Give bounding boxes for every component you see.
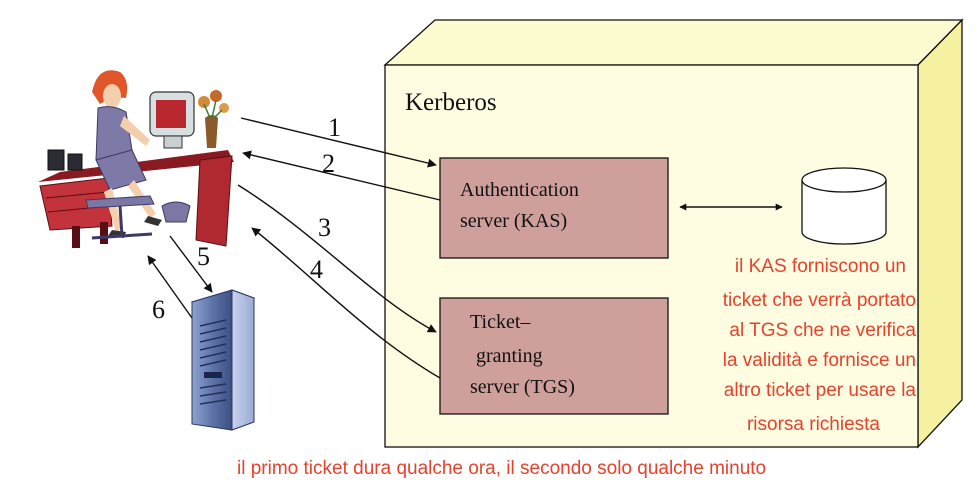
server-tower-icon: [190, 289, 256, 431]
arrow-3: [237, 184, 437, 333]
ticket-duration-note: il primo ticket dura qualche ora, il sec…: [237, 458, 766, 479]
arrow-2: [242, 150, 441, 201]
arrow-number-5: 5: [197, 242, 210, 271]
kerberos-box-side: [917, 18, 963, 449]
tgs-box: Ticket– granting server (TGS): [439, 297, 669, 415]
arrow-5: [169, 235, 213, 293]
kas-note-line4: la validità e fornisce un: [723, 350, 916, 371]
arrow-number-4: 4: [310, 255, 323, 284]
kas-label-line1: Authentication: [460, 179, 579, 201]
arrow-number-3: 3: [318, 213, 331, 242]
kas-note: il KAS forniscono un ticket che verrà po…: [723, 256, 917, 435]
arrow-number-6: 6: [152, 295, 165, 324]
database-icon: [801, 167, 887, 245]
kerberos-box-top: [383, 19, 964, 66]
arrow-1: [240, 117, 437, 168]
kas-label-line2: server (KAS): [460, 210, 567, 232]
kerberos-title: Kerberos: [405, 89, 497, 116]
kas-note-line2: ticket che verrà portato: [723, 290, 916, 311]
kas-note-line5: altro ticket per usare la: [724, 380, 917, 401]
kas-note-line3: al TGS che ne verifica: [729, 320, 916, 341]
kas-box: Authentication server (KAS): [439, 157, 669, 259]
user-at-desk-icon: [38, 70, 234, 248]
arrow-6: [147, 255, 193, 319]
arrow-4: [251, 227, 441, 379]
arrow-numbers: 1 2 3 4 5 6: [152, 113, 341, 324]
protocol-arrows: [147, 117, 441, 379]
tgs-label-line3: server (TGS): [470, 376, 575, 398]
tgs-label-line1: Ticket–: [470, 311, 531, 333]
tgs-label-line2: granting: [476, 345, 543, 367]
arrow-number-1: 1: [328, 113, 341, 142]
kas-note-line6: risorsa richiesta: [747, 414, 880, 435]
arrow-number-2: 2: [322, 149, 335, 178]
kas-note-line1: il KAS forniscono un: [735, 256, 906, 277]
